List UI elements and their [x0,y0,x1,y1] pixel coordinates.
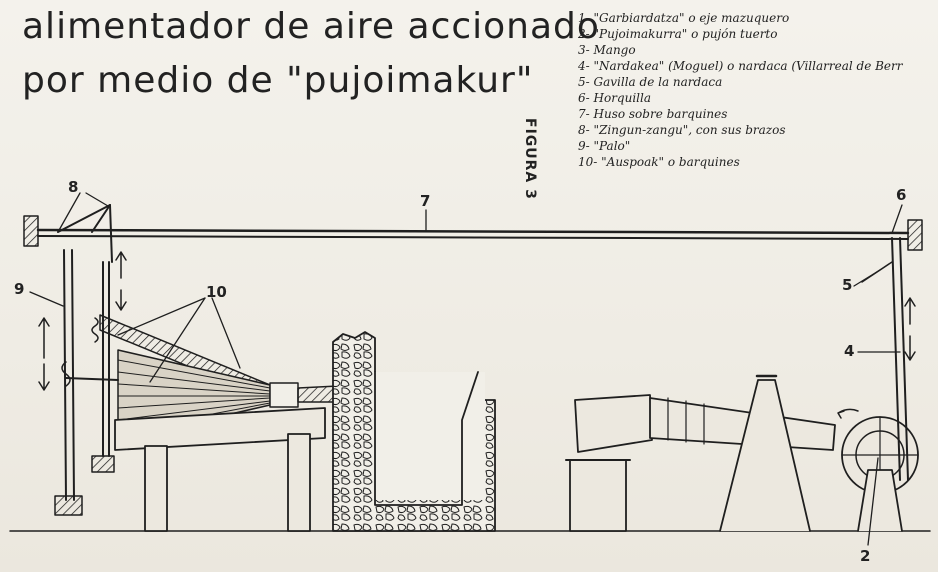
legend-item-8: 8- "Zingun-zangu", con sus brazos [578,123,786,137]
legend-item-5: 5- Gavilla de la nardaca [578,75,723,89]
left-lever-assembly [38,204,127,516]
legend-item-3: 3- Mango [578,43,636,57]
figure-label: FIGURA 3 [522,118,538,200]
stone-forge [332,331,496,532]
callout-2: 2 [860,547,871,565]
title-line-1: alimentador de aire accionado [22,6,600,47]
legend-item-2: 2- "Pujoimakurra" o pujón tuerto [578,27,778,41]
callout-4: 4 [844,342,855,360]
legend-item-1: 1- "Garbiardatza" o eje mazuquero [578,11,790,25]
legend-item-9: 9- "Palo" [578,139,631,153]
callout-9: 9 [14,280,25,298]
callout-10: 10 [206,283,227,301]
left-table [114,407,326,532]
callout-8: 8 [68,178,79,196]
parts-legend: 1- "Garbiardatza" o eje mazuquero 2- "Pu… [578,10,938,170]
title-line-2: por medio de "pujoimakur" [22,60,534,101]
callout-6: 6 [896,186,907,204]
right-mechanism [565,237,919,532]
legend-item-6: 6- Horquilla [578,91,652,105]
legend-item-7: 7- Huso sobre barquines [578,107,728,121]
callout-7: 7 [420,192,431,210]
legend-item-4: 4- "Nardakea" (Moguel) o nardaca (Villar… [578,59,903,73]
legend-item-10: 10- "Auspoak" o barquines [578,155,740,169]
callout-leaders [29,192,903,546]
main-spindle [23,215,923,251]
callout-5: 5 [842,276,853,294]
